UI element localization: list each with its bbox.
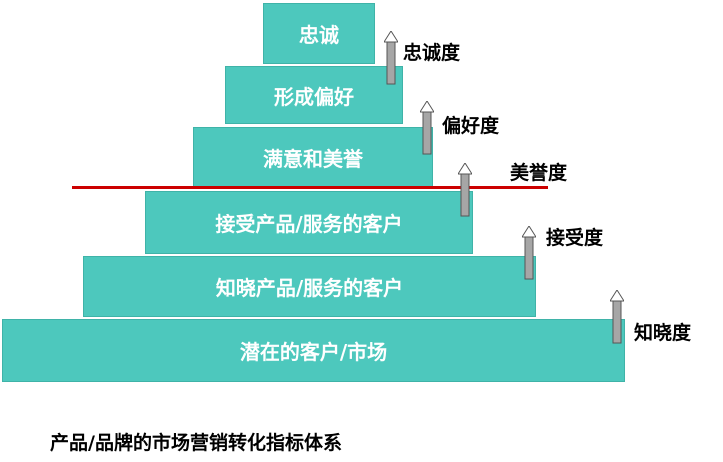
pyramid-tier-acceptance: 接受产品/服务的客户: [145, 191, 473, 254]
metric-label-acceptance: 接受度: [546, 227, 604, 249]
up-arrow-icon: [384, 31, 398, 85]
pyramid-tier-loyalty: 忠诚: [263, 3, 375, 64]
metric-label-loyalty: 忠诚度: [403, 42, 461, 64]
up-arrow-icon: [458, 163, 472, 217]
metric-label-preference: 偏好度: [442, 115, 500, 137]
tier-label: 接受产品/服务的客户: [215, 212, 403, 236]
up-arrow-icon: [420, 101, 434, 155]
pyramid-tier-preference: 形成偏好: [225, 66, 403, 124]
metric-label-reputation: 美誉度: [510, 162, 568, 184]
diagram-caption: 产品/品牌的市场营销转化指标体系: [50, 432, 342, 454]
tier-label: 形成偏好: [274, 84, 354, 109]
pyramid-tier-potential: 潜在的客户/市场: [2, 319, 625, 382]
pyramid-tier-awareness: 知晓产品/服务的客户: [83, 256, 536, 317]
pyramid-tier-satisfaction: 满意和美誉: [193, 127, 433, 188]
up-arrow-icon: [610, 290, 624, 344]
metric-label-awareness: 知晓度: [634, 322, 692, 344]
tier-label: 忠诚: [299, 23, 339, 47]
up-arrow-icon: [522, 226, 536, 280]
tier-label: 潜在的客户/市场: [239, 340, 388, 364]
tier-label: 满意和美誉: [263, 147, 363, 171]
divider-line: [72, 186, 548, 189]
tier-label: 知晓产品/服务的客户: [215, 276, 404, 300]
